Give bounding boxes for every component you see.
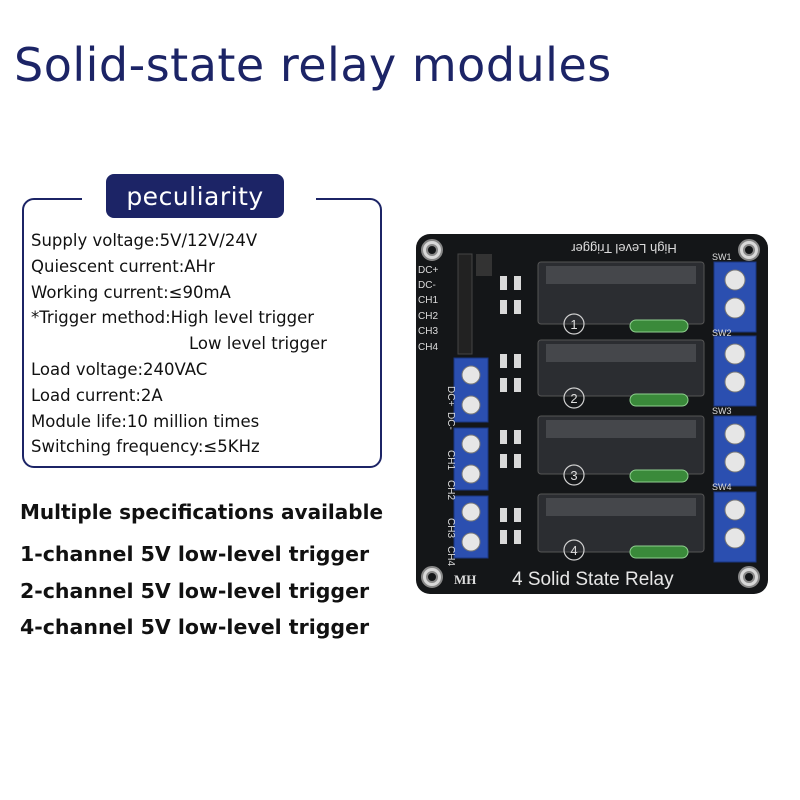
pin-header — [457, 253, 492, 355]
terminal-label: CH3 — [445, 518, 456, 538]
feature-item: Low level trigger — [189, 334, 327, 354]
pin-label: DC- — [418, 280, 436, 291]
terminal-label: DC- — [445, 412, 456, 430]
terminal-label: CH2 — [445, 480, 456, 500]
channel-number: 1 — [570, 317, 577, 332]
terminal-label: CH4 — [445, 546, 456, 566]
terminal-label: DC+ — [445, 386, 456, 406]
mounting-holes — [421, 239, 760, 588]
channel-number: 4 — [570, 543, 577, 558]
feature-item: *Trigger method:High level trigger — [31, 308, 315, 328]
fuses — [629, 319, 689, 559]
pin-label: CH2 — [418, 311, 438, 322]
pin-labels: DC+ DC- CH1 CH2 CH3 CH4 — [418, 265, 438, 353]
switch-labels: SW1 SW2 SW3 SW4 — [712, 252, 732, 492]
availability-heading: Multiple specifications available — [20, 500, 384, 524]
ssr-heat-tabs — [546, 266, 696, 516]
switch-label: SW4 — [712, 482, 732, 492]
right-terminal-screws — [724, 269, 746, 549]
feature-item: Switching frequency:≤5KHz — [31, 437, 260, 457]
features-heading: peculiarity — [106, 174, 284, 218]
terminal-label: CH1 — [445, 450, 456, 470]
pin-label: DC+ — [418, 265, 438, 276]
feature-item: Working current:≤90mA — [31, 282, 231, 302]
relay-board-image: High Level Trigger DC+ DC- CH1 CH2 CH3 C… — [414, 232, 770, 596]
pin-label: CH1 — [418, 295, 438, 306]
pin-label: CH3 — [418, 326, 438, 337]
left-terminal-screws — [461, 365, 481, 552]
channel-numbers: 1 2 3 4 — [570, 317, 577, 558]
variant-item: 2-channel 5V low-level trigger — [20, 578, 370, 603]
terminal-labels: DC+ DC- CH1 CH2 CH3 CH4 — [445, 386, 456, 566]
pin-label: CH4 — [418, 342, 438, 353]
feature-item: Module life:10 million times — [31, 411, 260, 431]
page-title: Solid-state relay modules — [14, 38, 612, 92]
smd-components — [500, 276, 521, 544]
channel-number: 3 — [570, 468, 577, 483]
board-bottom-label: 4 Solid State Relay — [512, 569, 674, 590]
channel-markers — [563, 313, 585, 561]
variant-item: 1-channel 5V low-level trigger — [20, 542, 370, 566]
variant-list: 1-channel 5V low-level trigger 2-channel… — [20, 539, 369, 649]
feature-item: Load current:2A — [31, 385, 163, 405]
channel-number: 2 — [570, 391, 577, 406]
board-header-label: High Level Trigger — [571, 241, 677, 256]
features-list: Supply voltage:5V/12V/24V Quiescent curr… — [31, 228, 327, 460]
switch-label: SW2 — [712, 328, 732, 338]
switch-label: SW1 — [712, 252, 732, 262]
feature-item: Load voltage:240VAC — [31, 359, 208, 379]
feature-item: Supply voltage:5V/12V/24V — [31, 231, 258, 250]
variant-item: 4-channel 5V low-level trigger — [20, 615, 370, 639]
left-terminal-blocks — [453, 357, 489, 559]
switch-label: SW3 — [712, 406, 732, 416]
feature-item: Quiescent current:AHr — [31, 256, 215, 276]
board-logo: MH — [454, 572, 476, 587]
